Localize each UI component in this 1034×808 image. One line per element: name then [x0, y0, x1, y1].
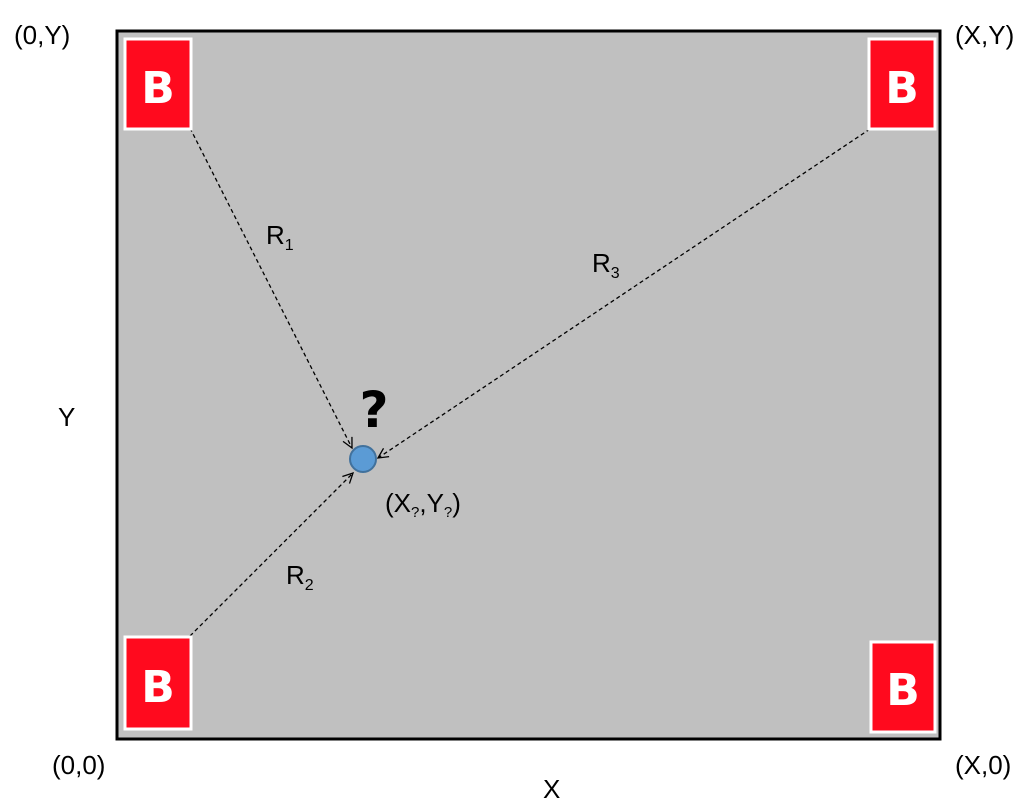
beacon-label: B: [886, 665, 920, 716]
beacon-label: B: [141, 63, 175, 114]
range-label-2: R2: [286, 560, 314, 594]
corner-label-bottom-left: (0,0): [52, 750, 106, 780]
beacon-label: B: [885, 63, 919, 114]
range-line-2: [189, 471, 355, 637]
beacon-top-right: B: [867, 37, 937, 131]
range-line-3: [376, 128, 871, 459]
corner-label-top-right: (X,Y): [955, 20, 1015, 50]
question-mark: ?: [359, 381, 388, 439]
corner-label-top-left: (0,Y): [14, 20, 71, 50]
unknown-target-dot: [349, 445, 377, 473]
range-line-1: [189, 127, 353, 450]
corner-label-bottom-right: (X,0): [955, 750, 1012, 780]
y-axis-label: Y: [58, 402, 76, 432]
unknown-coordinate-label: (X?,Y?): [385, 488, 461, 521]
beacon-bottom-right: B: [869, 640, 937, 734]
x-axis-label: X: [543, 774, 561, 804]
beacon-label: B: [141, 662, 175, 713]
field-area: [115, 29, 942, 741]
range-label-3: R3: [592, 248, 620, 282]
beacon-top-left: B: [123, 37, 193, 131]
beacon-bottom-left: B: [123, 635, 193, 731]
range-label-1: R1: [266, 220, 294, 254]
